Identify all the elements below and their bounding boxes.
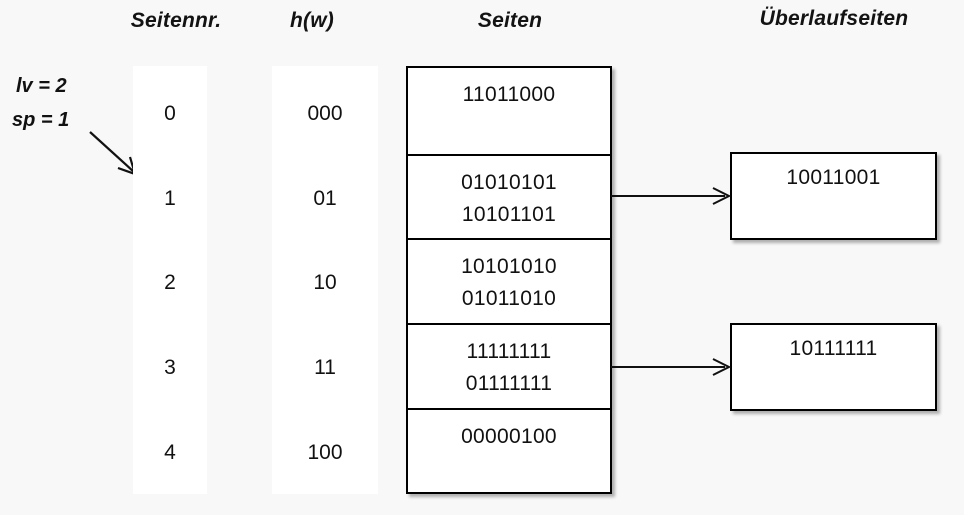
page-entry-value: 10101101 [461,202,557,226]
annotation-lv: lv = 2 [16,75,67,97]
overflow-entry-value: 10011001 [786,166,881,189]
page-bucket-row: 00000100 [408,410,610,492]
hash-value-cell: 100 [307,441,343,464]
column-header-seiten: Seiten [477,9,543,32]
page-entry-value: 11011000 [462,83,556,106]
page-number-cell: 2 [164,271,176,294]
page-entry-value: 00000100 [461,425,557,448]
hash-value-cell: 11 [314,356,336,379]
hash-value-cell: 01 [313,187,337,210]
hash-value-cell: 10 [313,271,337,294]
page-entry-value: 01010101 [461,171,557,194]
overflow-page-box: 10011001 [730,152,937,240]
column-header-hw: h(w) [290,9,334,32]
column-strip-hw: 000 01 10 11 100 [272,66,378,494]
page-entry-value: 01011010 [461,286,557,310]
arrow-right-icon [611,358,732,376]
column-header-ueberlaufseiten: Überlaufseiten [759,7,909,30]
page-number-cell: 4 [164,441,176,464]
arrow-right-icon [611,187,732,205]
page-number-cell: 3 [164,356,176,379]
overflow-entry-value: 10111111 [789,337,878,360]
page-number-cell: 0 [164,102,176,125]
page-bucket-row: 11011000 [408,68,610,156]
page-number-cell: 1 [164,187,176,210]
page-bucket-row: 01010101 10101101 [408,156,610,240]
page-entry-value: 10101010 [461,255,557,278]
page-bucket-row: 11111111 01111111 [408,325,610,410]
column-header-seitennr: Seitennr. [130,9,222,32]
annotation-sp: sp = 1 [12,109,70,131]
page-entry-value: 11111111 [466,340,552,363]
page-bucket-row: 10101010 01011010 [408,240,610,325]
column-strip-seitennr: 0 1 2 3 4 [133,66,207,494]
overflow-page-box: 10111111 [730,323,937,411]
hash-value-cell: 000 [307,102,343,125]
pages-table: 11011000 01010101 10101101 10101010 01011010… [406,66,612,494]
page-entry-value: 01111111 [465,371,553,395]
